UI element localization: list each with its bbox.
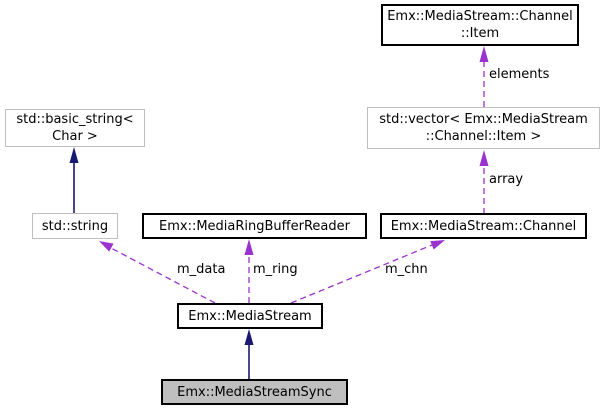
arrowhead-diagonal-icon <box>99 241 114 252</box>
node-std-string: std::string <box>32 213 118 239</box>
edge-label-m-chn: m_chn <box>385 262 428 277</box>
edge-label-m-data: m_data <box>177 262 226 277</box>
node-std-basic-string: std::basic_string< Char > <box>5 109 145 147</box>
node-emx-mediastreamsync: Emx::MediaStreamSync <box>161 379 348 405</box>
node-emx-mediaringbufferreader[interactable]: Emx::MediaRingBufferReader <box>142 213 367 239</box>
arrowhead-up-icon <box>244 329 254 345</box>
node-std-vector: std::vector< Emx::MediaStream ::Channel:… <box>367 107 600 149</box>
arrowhead-diagonal-icon <box>430 240 445 250</box>
node-emx-mediastream-channel[interactable]: Emx::MediaStream::Channel <box>380 213 587 239</box>
arrowhead-up-icon <box>69 147 79 163</box>
arrowhead-up-icon <box>479 150 489 166</box>
node-emx-mediastream[interactable]: Emx::MediaStream <box>177 303 323 329</box>
edge-m-chn <box>290 244 433 304</box>
arrowhead-up-icon <box>244 239 254 255</box>
node-emx-mediastream-channel-item[interactable]: Emx::MediaStream::Channel ::Item <box>381 4 579 46</box>
edge-label-elements: elements <box>489 67 550 82</box>
edge-label-m-ring: m_ring <box>253 262 298 277</box>
edge-label-array: array <box>489 172 524 187</box>
arrowhead-up-icon <box>479 46 489 62</box>
